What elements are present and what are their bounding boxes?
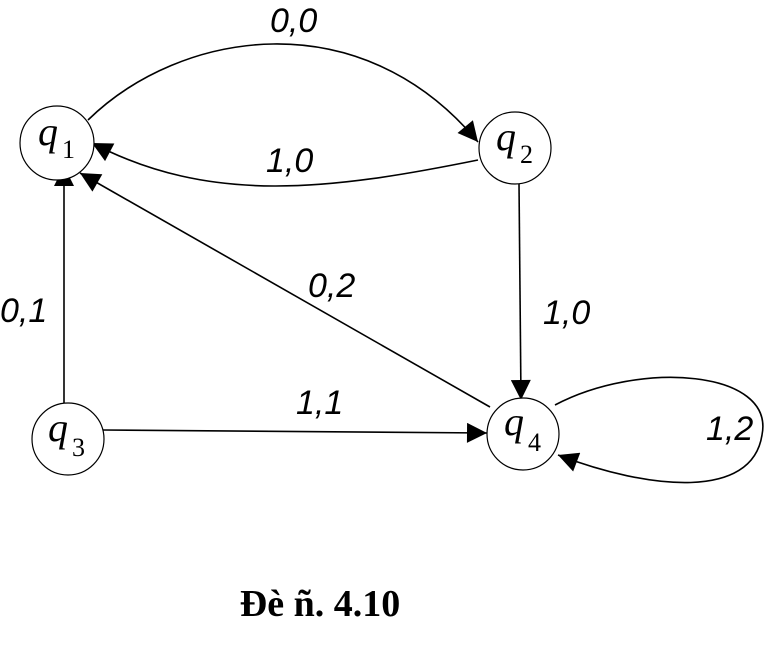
edge-label-q1-q2: 0,0 xyxy=(270,2,317,40)
state-q3-label: q xyxy=(48,405,68,450)
state-q2-subscript: 2 xyxy=(520,140,533,169)
edges xyxy=(54,43,764,484)
state-q1-subscript: 1 xyxy=(62,135,75,164)
state-q3: q 3 xyxy=(31,402,105,476)
state-q4-label: q xyxy=(504,399,524,444)
edge-label-q4-q1: 0,2 xyxy=(308,267,355,305)
edge-q2-q4 xyxy=(510,182,531,401)
edge-labels: 0,0 1,0 1,0 0,2 0,1 1,1 1,2 xyxy=(0,2,753,448)
state-q4: q 4 xyxy=(486,397,560,471)
state-q3-circle xyxy=(31,402,105,476)
edge-label-q3-q4: 1,1 xyxy=(296,384,343,422)
state-q1-label: q xyxy=(38,109,58,154)
state-q2-label: q xyxy=(496,114,516,159)
state-q3-subscript: 3 xyxy=(72,433,85,462)
state-q2: q 2 xyxy=(478,111,552,185)
edge-label-q3-q1: 0,1 xyxy=(0,292,47,330)
edge-q4-q4 xyxy=(554,376,764,484)
state-q2-circle xyxy=(478,111,552,185)
edge-q2-q1 xyxy=(91,142,479,187)
figure-caption: Đè ñ. 4.10 xyxy=(239,583,401,625)
edge-q3-q4 xyxy=(102,422,488,443)
edge-label-q4-q4: 1,2 xyxy=(706,410,753,448)
edge-label-q2-q1: 1,0 xyxy=(266,142,313,180)
state-q4-circle xyxy=(486,397,560,471)
state-q1: q 1 xyxy=(19,105,95,181)
edge-q4-q1 xyxy=(79,172,491,408)
state-q1-circle xyxy=(19,105,95,181)
edge-q1-q2 xyxy=(87,43,479,143)
state-q4-subscript: 4 xyxy=(528,428,541,457)
edge-label-q2-q4: 1,0 xyxy=(543,294,590,332)
